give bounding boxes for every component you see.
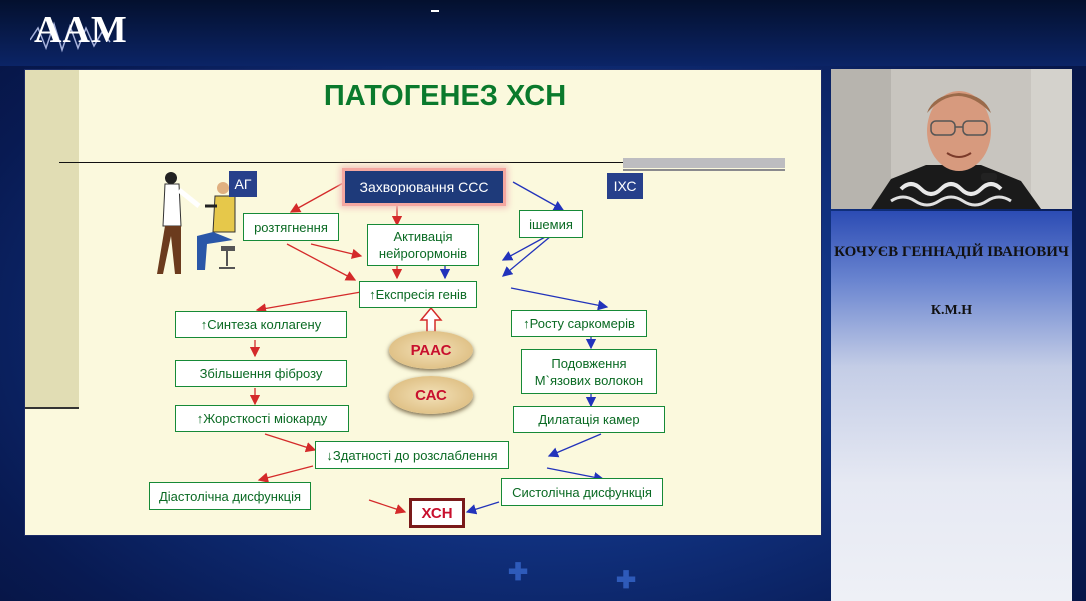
top-marker <box>431 10 439 12</box>
presenter-avatar <box>831 69 1072 209</box>
node-raas: РААС <box>389 331 473 369</box>
node-ischemia: ішемия <box>519 210 583 238</box>
doctor-patient-illustration <box>157 172 236 274</box>
node-sarcomere: ↑Росту саркомерів <box>511 310 647 337</box>
tag-ag: АГ <box>229 171 257 197</box>
title-rule-accent-line <box>623 169 785 171</box>
presenter-degree: К.М.Н <box>930 303 973 318</box>
node-stiffness: ↑Жорсткості міокарду <box>175 405 349 432</box>
node-dilatation: Дилатація камер <box>513 406 665 433</box>
node-diastolic: Діастолічна дисфункція <box>149 482 311 510</box>
slide-stripe-divider <box>25 407 79 409</box>
node-relaxation: ↓Здатності до розслаблення <box>315 441 509 469</box>
node-fiber-length: Подовження М`язових волокон <box>521 349 657 394</box>
title-rule-accent <box>623 158 785 168</box>
presenter-video <box>831 69 1072 209</box>
node-stretch: розтягнення <box>243 213 339 241</box>
node-sas: САС <box>389 376 473 414</box>
slide-title: ПАТОГЕНЕЗ ХСН <box>323 80 567 112</box>
node-gene-expression: ↑Експресія генів <box>359 281 477 308</box>
plus-decoration-icon: ✚ <box>616 567 637 594</box>
title-rule <box>59 162 633 163</box>
presenter-info-panel: КОЧУЄВ ГЕННАДІЙ ІВАНОВИЧ К.М.Н <box>831 211 1072 601</box>
node-hsn: ХСН <box>409 498 465 528</box>
logo-wave-icon <box>30 21 111 53</box>
node-fibrosis: Збільшення фіброзу <box>175 360 347 387</box>
plus-decoration-icon: ✚ <box>508 559 529 586</box>
node-collagen: ↑Синтеза коллагену <box>175 311 347 338</box>
presenter-name: КОЧУЄВ ГЕННАДІЙ ІВАНОВИЧ <box>834 244 1069 260</box>
flow-arrows <box>249 181 609 515</box>
presentation-slide: ПАТОГЕНЕЗ ХСН <box>24 69 822 536</box>
top-bar <box>0 0 1086 66</box>
tag-ihs: ІХС <box>607 173 643 199</box>
logo: AAM <box>34 9 128 51</box>
slide-side-stripe <box>25 70 79 407</box>
node-systolic: Систолічна дисфункція <box>501 478 663 506</box>
node-activation: Активація нейрогормонів <box>367 224 479 266</box>
node-main-disease: Захворювання ССС <box>345 171 503 203</box>
